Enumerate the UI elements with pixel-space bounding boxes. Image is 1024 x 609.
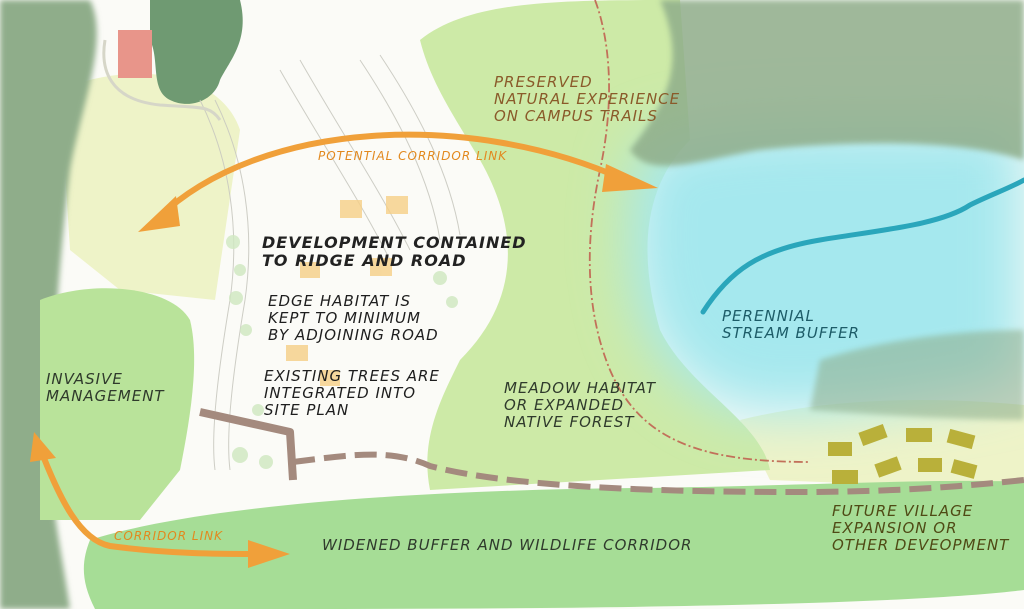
meadow-habitat-label: MEADOW HABITAT OR EXPANDED NATIVE FOREST xyxy=(504,379,657,431)
access-drive xyxy=(102,39,222,121)
road-extension xyxy=(292,451,1024,496)
perennial-stream xyxy=(700,177,1024,315)
corridor-link-arrowhead-north xyxy=(30,432,56,462)
corridor-link-label: CORRIDOR LINK xyxy=(114,529,223,543)
pale-meadow-area xyxy=(60,73,240,300)
potential-corridor-arrow xyxy=(155,131,628,221)
existing-trees xyxy=(226,235,458,469)
east-forest xyxy=(630,0,1024,166)
development-label: DEVELOPMENT CONTAINED TO RIDGE AND ROAD xyxy=(262,233,527,270)
site-access-road xyxy=(199,408,297,481)
widened-buffer-label: WIDENED BUFFER AND WILDLIFE CORRIDOR xyxy=(322,536,693,554)
proposed-buildings xyxy=(286,196,408,386)
corridor-link-arrowhead-east xyxy=(248,540,290,568)
invasive-management-label: INVASIVE MANAGEMENT xyxy=(46,370,165,405)
northwest-tree-cluster xyxy=(150,0,243,104)
campus-trail xyxy=(588,0,811,463)
corridor-arrowhead-east xyxy=(602,164,658,192)
invasive-management-area xyxy=(40,288,195,520)
corridor-arrowhead-west xyxy=(138,196,180,232)
edge-habitat-label: EDGE HABITAT IS KEPT TO MINIMUM BY ADJOI… xyxy=(268,292,439,344)
existing-building xyxy=(118,30,152,78)
east-forest-lower xyxy=(810,330,1024,420)
future-village-label: FUTURE VILLAGE EXPANSION OR OTHER DEVEOP… xyxy=(832,502,1010,554)
preserved-trails-label: PRESERVED NATURAL EXPERIENCE ON CAMPUS T… xyxy=(494,73,681,125)
widened-buffer-corridor xyxy=(83,480,1024,609)
future-village-buildings xyxy=(828,423,978,484)
corridor-link-arrow xyxy=(37,445,261,557)
perennial-stream-label: PERENNIAL STREAM BUFFER xyxy=(722,307,860,342)
potential-corridor-label: POTENTIAL CORRIDOR LINK xyxy=(318,149,508,163)
existing-trees-label: EXISTING TREES ARE INTEGRATED INTO SITE … xyxy=(264,367,440,419)
